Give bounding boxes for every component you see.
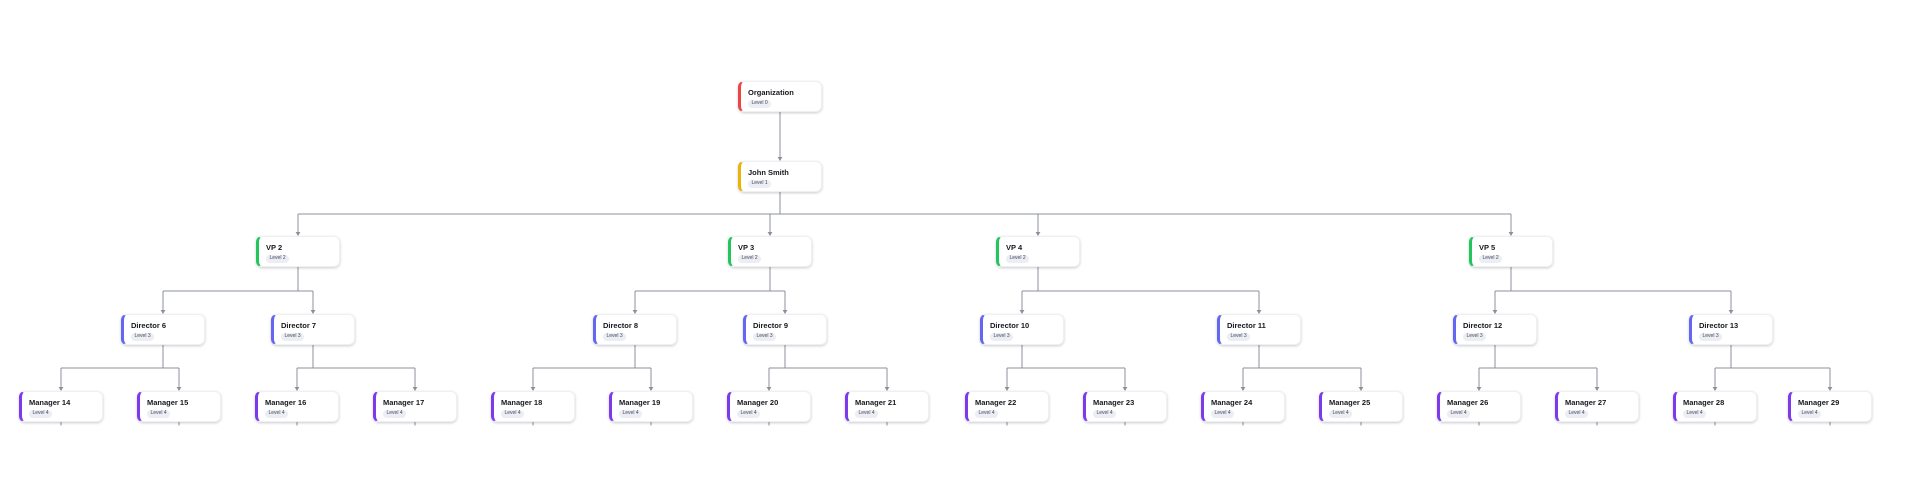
org-node-director-9[interactable]: Director 9 Level 3: [743, 314, 827, 345]
node-title: Director 10: [990, 320, 1030, 330]
org-node-manager-26[interactable]: Manager 26 Level 4: [1437, 391, 1521, 422]
node-level-badge: Level 4: [975, 409, 999, 418]
node-title: Manager 28: [1683, 397, 1725, 407]
node-title: Organization: [748, 87, 794, 97]
node-title: Manager 17: [383, 397, 425, 407]
node-level-badge: Level 3: [131, 332, 155, 341]
org-node-vp-3[interactable]: VP 3 Level 2: [728, 236, 812, 267]
org-node-vp-4[interactable]: VP 4 Level 2: [996, 236, 1080, 267]
node-title: Manager 23: [1093, 397, 1135, 407]
org-node-vp-5[interactable]: VP 5 Level 2: [1469, 236, 1553, 267]
node-level-badge: Level 2: [1479, 254, 1503, 263]
org-node-director-13[interactable]: Director 13 Level 3: [1689, 314, 1773, 345]
node-level-badge: Level 4: [855, 409, 879, 418]
node-level-badge: Level 4: [1447, 409, 1471, 418]
node-title: VP 5: [1479, 242, 1496, 252]
node-level-badge: Level 4: [1211, 409, 1235, 418]
node-title: Director 8: [603, 320, 639, 330]
org-node-manager-20[interactable]: Manager 20 Level 4: [727, 391, 811, 422]
node-level-badge: Level 1: [748, 179, 772, 188]
org-node-director-6[interactable]: Director 6 Level 3: [121, 314, 205, 345]
node-title: John Smith: [748, 167, 789, 177]
org-node-director-7[interactable]: Director 7 Level 3: [271, 314, 355, 345]
node-title: Manager 22: [975, 397, 1017, 407]
node-level-badge: Level 4: [147, 409, 171, 418]
node-level-badge: Level 4: [383, 409, 407, 418]
org-node-manager-18[interactable]: Manager 18 Level 4: [491, 391, 575, 422]
node-title: Manager 21: [855, 397, 897, 407]
node-title: Manager 16: [265, 397, 307, 407]
org-node-manager-24[interactable]: Manager 24 Level 4: [1201, 391, 1285, 422]
node-title: Director 9: [753, 320, 789, 330]
node-title: Director 13: [1699, 320, 1739, 330]
node-level-badge: Level 2: [1006, 254, 1030, 263]
org-node-manager-21[interactable]: Manager 21 Level 4: [845, 391, 929, 422]
node-title: Manager 15: [147, 397, 189, 407]
node-level-badge: Level 3: [990, 332, 1014, 341]
node-title: Director 12: [1463, 320, 1503, 330]
org-node-director-12[interactable]: Director 12 Level 3: [1453, 314, 1537, 345]
node-title: Manager 27: [1565, 397, 1607, 407]
org-node-director-11[interactable]: Director 11 Level 3: [1217, 314, 1301, 345]
org-node-director-10[interactable]: Director 10 Level 3: [980, 314, 1064, 345]
org-node-vp-2[interactable]: VP 2 Level 2: [256, 236, 340, 267]
node-title: Manager 26: [1447, 397, 1489, 407]
node-level-badge: Level 3: [603, 332, 627, 341]
node-title: Director 7: [281, 320, 317, 330]
org-node-manager-19[interactable]: Manager 19 Level 4: [609, 391, 693, 422]
node-level-badge: Level 3: [1463, 332, 1487, 341]
org-node-manager-22[interactable]: Manager 22 Level 4: [965, 391, 1049, 422]
node-level-badge: Level 4: [29, 409, 53, 418]
node-level-badge: Level 4: [501, 409, 525, 418]
org-node-manager-17[interactable]: Manager 17 Level 4: [373, 391, 457, 422]
node-level-badge: Level 4: [737, 409, 761, 418]
org-node-manager-29[interactable]: Manager 29 Level 4: [1788, 391, 1872, 422]
node-title: Director 6: [131, 320, 167, 330]
node-level-badge: Level 4: [1565, 409, 1589, 418]
node-level-badge: Level 3: [753, 332, 777, 341]
org-node-manager-25[interactable]: Manager 25 Level 4: [1319, 391, 1403, 422]
node-level-badge: Level 4: [1798, 409, 1822, 418]
node-level-badge: Level 4: [1329, 409, 1353, 418]
org-node-director-8[interactable]: Director 8 Level 3: [593, 314, 677, 345]
org-node-manager-23[interactable]: Manager 23 Level 4: [1083, 391, 1167, 422]
node-title: Director 11: [1227, 320, 1266, 330]
org-node-manager-15[interactable]: Manager 15 Level 4: [137, 391, 221, 422]
node-title: Manager 14: [29, 397, 71, 407]
org-node-manager-27[interactable]: Manager 27 Level 4: [1555, 391, 1639, 422]
node-title: Manager 24: [1211, 397, 1253, 407]
org-node-manager-28[interactable]: Manager 28 Level 4: [1673, 391, 1757, 422]
node-title: VP 4: [1006, 242, 1023, 252]
node-title: VP 3: [738, 242, 755, 252]
node-level-badge: Level 3: [1699, 332, 1723, 341]
node-level-badge: Level 2: [266, 254, 290, 263]
node-title: Manager 25: [1329, 397, 1371, 407]
node-title: Manager 29: [1798, 397, 1840, 407]
node-title: Manager 20: [737, 397, 779, 407]
node-title: Manager 19: [619, 397, 661, 407]
node-title: VP 2: [266, 242, 283, 252]
node-level-badge: Level 2: [738, 254, 762, 263]
node-level-badge: Level 0: [748, 99, 772, 108]
node-level-badge: Level 4: [619, 409, 643, 418]
org-node-manager-14[interactable]: Manager 14 Level 4: [19, 391, 103, 422]
node-level-badge: Level 3: [281, 332, 305, 341]
node-level-badge: Level 4: [1683, 409, 1707, 418]
org-node-manager-16[interactable]: Manager 16 Level 4: [255, 391, 339, 422]
node-level-badge: Level 4: [1093, 409, 1117, 418]
node-level-badge: Level 3: [1227, 332, 1251, 341]
node-level-badge: Level 4: [265, 409, 289, 418]
node-title: Manager 18: [501, 397, 543, 407]
